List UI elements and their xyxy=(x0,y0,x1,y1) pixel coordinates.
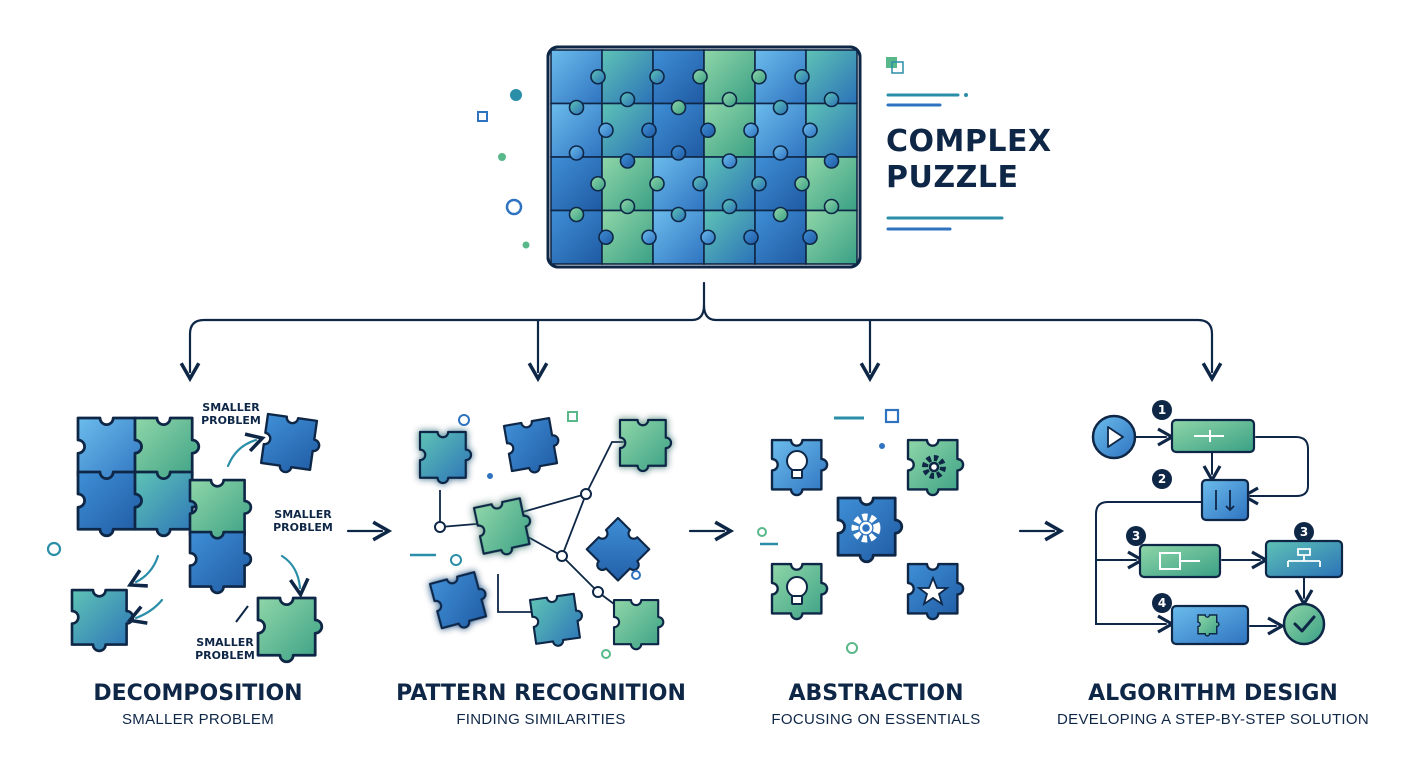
lightbulb-icon xyxy=(786,450,808,479)
algorithm-design-subtitle: DEVELOPING A STEP-BY-STEP SOLUTION xyxy=(1057,711,1369,728)
puzzle-knob xyxy=(751,175,767,192)
puzzle-knob xyxy=(743,122,759,139)
puzzle-knob xyxy=(641,122,657,139)
star-icon xyxy=(916,575,950,607)
step-badge: 2 xyxy=(1158,472,1166,486)
puzzle-knob xyxy=(721,91,738,108)
pattern-puzzle-pieces xyxy=(418,416,673,651)
pattern-network-nodes xyxy=(434,488,604,598)
puzzle-knob xyxy=(772,206,789,223)
puzzle-knob xyxy=(649,68,665,85)
puzzle-knob xyxy=(590,175,606,192)
decomposition-illustration xyxy=(70,412,324,664)
pattern-recognition-subtitle: FINDING SIMILARITIES xyxy=(456,711,626,728)
step-badge: 3 xyxy=(1300,525,1308,539)
puzzle-knob xyxy=(598,122,614,139)
puzzle-knob xyxy=(619,198,636,215)
abstraction-decor xyxy=(757,408,900,654)
puzzle-knob xyxy=(802,122,818,139)
puzzle-knob xyxy=(619,153,636,169)
decomposition-decor xyxy=(46,541,249,623)
puzzle-knob xyxy=(794,68,810,85)
puzzle-knob xyxy=(743,229,759,246)
puzzle-knob xyxy=(772,99,789,116)
puzzle-knob xyxy=(568,99,585,116)
gear-icon xyxy=(922,455,946,479)
puzzle-knob xyxy=(700,122,716,139)
puzzle-knob xyxy=(670,206,687,223)
abstraction-title: ABSTRACTION xyxy=(788,681,964,706)
smaller-problem-label: SMALLER PROBLEM xyxy=(195,636,255,662)
puzzle-knob xyxy=(568,145,585,161)
complex-puzzle-image xyxy=(546,45,862,269)
puzzle-knob xyxy=(823,198,840,215)
lightbulb-icon xyxy=(786,576,808,605)
puzzle-knob xyxy=(823,91,840,108)
abstraction-subtitle: FOCUSING ON ESSENTIALS xyxy=(771,711,981,728)
puzzle-knob xyxy=(590,68,606,85)
puzzle-knob xyxy=(772,145,789,161)
puzzle-knob xyxy=(700,229,716,246)
puzzle-knob xyxy=(721,153,738,169)
puzzle-knob xyxy=(692,175,708,192)
decoration-shapes xyxy=(477,57,1004,249)
puzzle-knob xyxy=(598,229,614,246)
complex-puzzle-title: COMPLEX PUZZLE xyxy=(886,124,1052,195)
step-badge: 1 xyxy=(1158,403,1166,417)
puzzle-knob xyxy=(692,68,708,85)
smaller-problem-label: SMALLER PROBLEM xyxy=(201,401,261,427)
algorithm-design-title: ALGORITHM DESIGN xyxy=(1088,681,1338,706)
puzzle-knob xyxy=(619,91,636,108)
pattern-decor xyxy=(410,411,641,659)
decomposition-subtitle: SMALLER PROBLEM xyxy=(121,711,275,728)
puzzle-knob xyxy=(802,229,818,246)
gear-icon xyxy=(851,513,881,543)
decomposition-title: DECOMPOSITION xyxy=(93,681,303,706)
pattern-recognition-title: PATTERN RECOGNITION xyxy=(396,681,686,706)
step-badge: 3 xyxy=(1132,529,1140,543)
puzzle-knob xyxy=(670,99,687,116)
puzzle-knob xyxy=(670,145,687,161)
puzzle-knob xyxy=(794,175,810,192)
puzzle-knob xyxy=(649,175,665,192)
puzzle-knob xyxy=(568,206,585,223)
algorithm-flowchart: 1 2 3 3 4 xyxy=(1091,400,1344,646)
puzzle-knob xyxy=(823,153,840,169)
checkmark-icon xyxy=(1282,602,1326,646)
step-badge: 4 xyxy=(1158,596,1166,610)
smaller-problem-label: SMALLER PROBLEM xyxy=(273,508,333,534)
puzzle-knob xyxy=(641,229,657,246)
decomposition-curved-arrows xyxy=(126,432,310,625)
puzzle-knob xyxy=(721,198,738,215)
puzzle-knob xyxy=(751,68,767,85)
branch-connector xyxy=(179,281,1223,383)
